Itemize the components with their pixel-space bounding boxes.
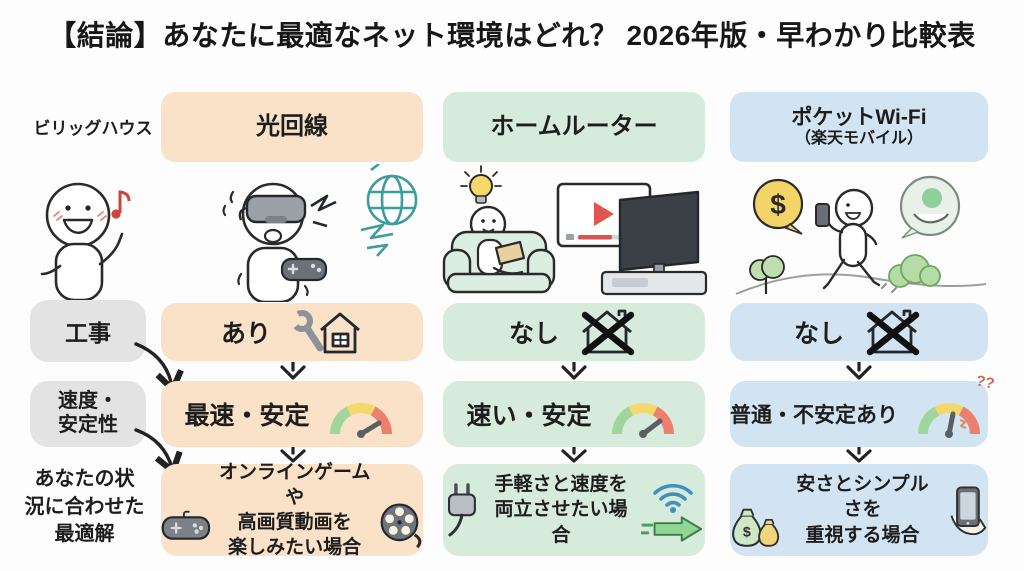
gamepad-icon (161, 510, 211, 540)
no-construction-house-icon (581, 309, 635, 356)
money-bags-icon: $ (732, 508, 780, 547)
router-speed-value: 速い・安定 (466, 402, 592, 430)
column-header-fiber: 光回線 (161, 92, 423, 162)
router-speed-cell: 速い・安定 (443, 381, 705, 447)
globe-icon (366, 174, 418, 226)
fiber-speed-value: 最速・安定 (184, 402, 310, 430)
sofa-icon (442, 230, 556, 294)
down-arrow-icon (280, 447, 306, 463)
speed-gauge-icon (611, 403, 674, 438)
gamepad-small-icon (280, 257, 328, 282)
fiber-construction-value: あり (220, 320, 271, 348)
walking-user-illustration: $ (735, 175, 987, 295)
column-header-fiber-label: 光回線 (256, 113, 328, 141)
no-construction-house-icon (866, 309, 920, 356)
down-arrow-icon (846, 362, 872, 380)
sofa-viewer-illustration (442, 165, 708, 296)
router-usecase-cell: 手軽さと速度を 両立させたい場合 (443, 464, 705, 556)
column-header-home-router-label: ホームルーター (490, 113, 658, 141)
lightbulb-icon (460, 165, 502, 204)
column-header-pocket-wifi: ポケットWi-Fi （楽天モバイル） (730, 92, 988, 162)
bush-icon (888, 254, 941, 288)
film-reel-icon (380, 503, 421, 549)
down-arrow-icon (561, 362, 587, 380)
vr-gamer-illustration (222, 164, 418, 302)
pocket-speed-cell: 普通・不安定あり ?? (730, 372, 996, 447)
column-header-pocket-wifi-sublabel: （楽天モバイル） (794, 129, 923, 147)
wrench-house-icon (291, 310, 360, 354)
tree-icon (749, 255, 785, 294)
vr-headset-icon (238, 194, 307, 224)
book-icon (494, 240, 526, 266)
column-header-home-router: ホームルーター (443, 92, 705, 162)
fiber-speed-cell: 最速・安定 (161, 381, 423, 447)
down-arrow-icon (280, 362, 306, 380)
forward-arrow-icon (641, 516, 703, 542)
fiber-usecase-cell: オンラインゲームや 高画質動画を 楽しみたい場合 (161, 462, 423, 558)
svg-text:$: $ (770, 189, 786, 220)
dollar-bubble-icon: $ (752, 178, 804, 235)
column-header-pocket-wifi-label: ポケットWi-Fi (791, 105, 927, 129)
speed-gauge-icon (329, 403, 392, 438)
pocket-speed-value: 普通・不安定あり (730, 404, 898, 427)
power-plug-icon (447, 483, 476, 537)
mascot-character-illustration (40, 182, 131, 300)
hand-coin-bubble-icon (899, 175, 961, 239)
router-usecase-text: 手軽さと速度を 両立させたい場合 (494, 474, 628, 546)
pocket-usecase-cell: $ 安さとシンプルさを 重視する場合 (730, 464, 988, 556)
fiber-construction-cell: あり (161, 303, 423, 361)
row-label-construction: 工事 (30, 300, 146, 362)
wifi-icon (653, 483, 693, 513)
pocket-usecase-text: 安さとシンプルさを 重視する場合 (796, 474, 929, 546)
page-title: 【結論】あなたに最適なネット環境はどれ？ 2026年版・早わかり比較表 (48, 20, 976, 51)
down-arrow-icon (561, 447, 587, 463)
signal-lightning-icon (360, 164, 394, 257)
unstable-gauge-icon (918, 403, 981, 438)
down-arrow-icon (846, 447, 872, 463)
hand-phone-icon (950, 486, 986, 536)
smartphone-small-icon (815, 203, 830, 227)
row-label-best-solution: あなたの状 況に合わせた 最適解 (24, 468, 145, 546)
brand-label: ビリッグハウス (33, 119, 153, 138)
pocket-construction-value: なし (793, 320, 844, 348)
tv-icon (600, 190, 708, 296)
svg-text:$: $ (743, 525, 751, 541)
impact-lines-icon (310, 194, 337, 228)
question-marks-label: ?? (974, 372, 996, 393)
fiber-usecase-text: オンラインゲームや 高画質動画を 楽しみたい場合 (218, 461, 371, 559)
pocket-construction-cell: なし (730, 303, 988, 361)
router-construction-cell: なし (443, 303, 705, 361)
music-note-icon (111, 190, 131, 219)
router-construction-value: なし (508, 320, 559, 348)
curved-arrow-speed (134, 428, 183, 476)
row-label-speed-stability: 速度・ 安定性 (30, 381, 146, 447)
